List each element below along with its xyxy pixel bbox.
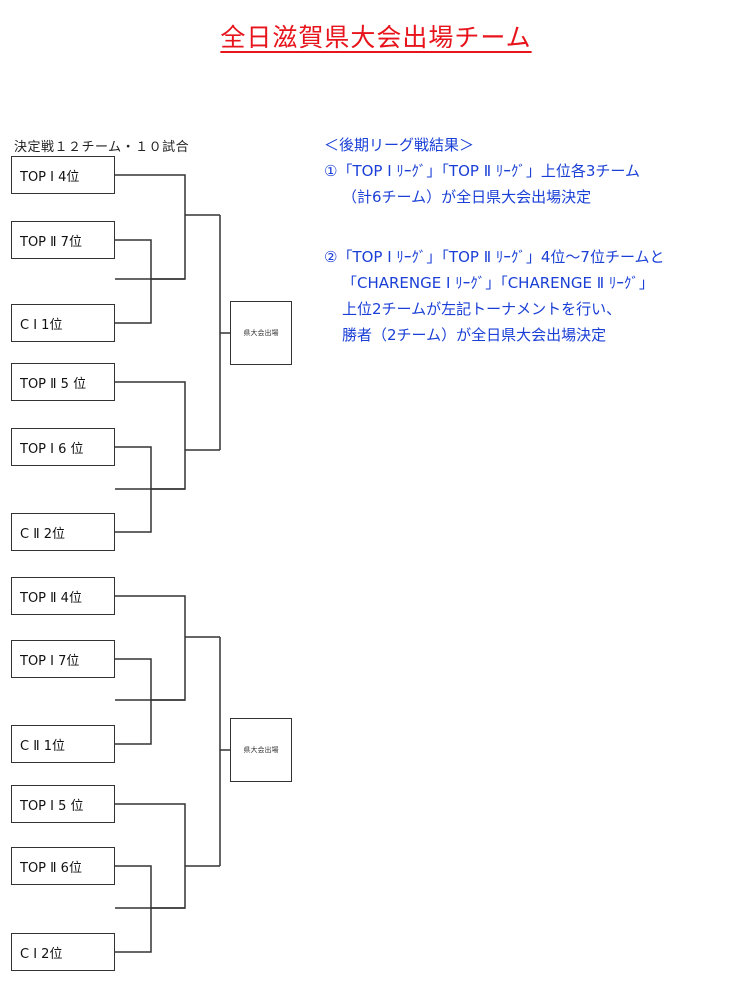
team-box: TOP Ⅰ 6 位 bbox=[11, 428, 115, 466]
page-title: 全日滋賀県大会出場チーム bbox=[220, 23, 532, 52]
team-box: TOP Ⅰ 4位 bbox=[11, 156, 115, 194]
note-item-2-line-2: 「CHARENGE Ⅰ ﾘｰｸﾞ」「CHARENGE Ⅱ ﾘｰｸﾞ」 bbox=[342, 274, 654, 292]
team-box: TOP Ⅱ 4位 bbox=[11, 577, 115, 615]
team-box: C Ⅱ 1位 bbox=[11, 725, 115, 763]
notes-heading: ＜後期リーグ戦結果＞ bbox=[324, 136, 475, 154]
team-box: TOP Ⅱ 7位 bbox=[11, 221, 115, 259]
bracket-caption: 決定戦１２チーム・１０試合 bbox=[14, 140, 190, 155]
bracket-line bbox=[115, 239, 152, 324]
bracket-line bbox=[115, 595, 186, 701]
team-box: TOP Ⅱ 6位 bbox=[11, 847, 115, 885]
team-box: C Ⅰ 2位 bbox=[11, 933, 115, 971]
note-item-1-line-1: ①「TOP Ⅰ ﾘｰｸﾞ」「TOP Ⅱ ﾘｰｸﾞ」上位各3チーム bbox=[324, 162, 640, 180]
team-box: C Ⅰ 1位 bbox=[11, 304, 115, 342]
bracket-line bbox=[115, 865, 152, 953]
note-item-2-line-3: 上位2チームが左記トーナメントを行い、 bbox=[342, 300, 622, 318]
note-item-2-line-4: 勝者（2チーム）が全日県大会出場決定 bbox=[342, 326, 607, 344]
final-box: 県大会出場 bbox=[230, 718, 292, 782]
team-box: TOP Ⅰ 7位 bbox=[11, 640, 115, 678]
bracket-line bbox=[115, 174, 186, 280]
results-notes: ＜後期リーグ戦結果＞ ①「TOP Ⅰ ﾘｰｸﾞ」「TOP Ⅱ ﾘｰｸﾞ」上位各3… bbox=[324, 132, 665, 348]
notes-spacer bbox=[324, 210, 665, 244]
team-box: TOP Ⅰ 5 位 bbox=[11, 785, 115, 823]
note-item-1-line-2: （計6チーム）が全日県大会出場決定 bbox=[342, 188, 592, 206]
team-box: TOP Ⅱ 5 位 bbox=[11, 363, 115, 401]
final-box: 県大会出場 bbox=[230, 301, 292, 365]
note-item-2-line-1: ②「TOP Ⅰ ﾘｰｸﾞ」「TOP Ⅱ ﾘｰｸﾞ」4位～7位チームと bbox=[324, 248, 665, 266]
team-box: C Ⅱ 2位 bbox=[11, 513, 115, 551]
bracket-line bbox=[115, 803, 186, 909]
bracket-line bbox=[115, 381, 186, 490]
bracket-line bbox=[115, 658, 152, 745]
